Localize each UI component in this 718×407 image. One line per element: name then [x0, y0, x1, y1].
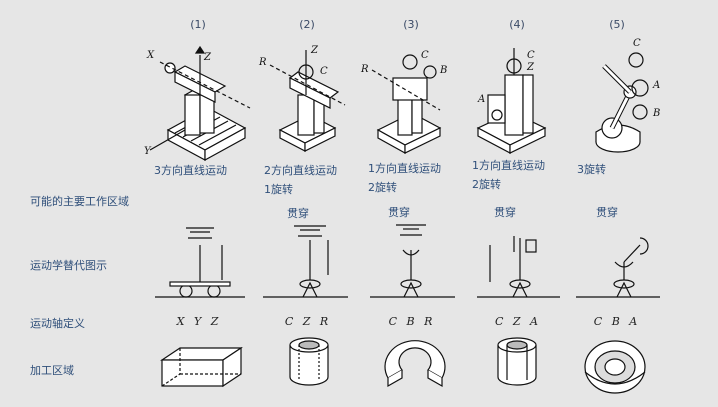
machining-volume-torus-segment: [384, 340, 446, 388]
arm-label-3-b: C: [421, 50, 429, 61]
row-label-kinematic: 运动学替代图示: [30, 259, 107, 272]
arm-label-5-a: C: [633, 38, 641, 49]
motion-text-4b: 2旋转: [472, 178, 501, 191]
arm-label-5-b: A: [653, 80, 661, 91]
motion-text-5: 3旋转: [577, 163, 606, 176]
column-number-5: (5): [609, 18, 625, 31]
machining-volume-sphere-shell: [584, 340, 646, 394]
traverse-label-4: 贯穿: [494, 206, 516, 219]
kinematic-diagram-5: [576, 237, 660, 298]
axis-def-4: C Z A: [495, 315, 541, 328]
motion-text-3a: 1方向直线运动: [368, 162, 441, 175]
motion-text-1: 3方向直线运动: [154, 164, 227, 177]
traverse-label-3: 贯穿: [388, 206, 410, 219]
machining-volume-cylinder: [289, 337, 329, 386]
kinematic-diagram-1: [155, 227, 245, 298]
arm-label-2-c: C: [320, 66, 328, 77]
kinematic-diagram-4: [477, 236, 560, 298]
traverse-label-2: 贯穿: [287, 207, 309, 220]
arm-label-1-b: Z: [204, 52, 211, 63]
row-label-workspace: 可能的主要工作区域: [30, 195, 129, 208]
kinematic-diagram-3: [370, 224, 455, 298]
arm-label-4-a: A: [478, 94, 486, 105]
motion-text-3b: 2旋转: [368, 181, 397, 194]
column-number-1: (1): [190, 18, 206, 31]
robot-illustration-4: [476, 48, 547, 154]
traverse-label-5: 贯穿: [596, 206, 618, 219]
axis-def-1: X Y Z: [176, 315, 222, 328]
row-label-machining: 加工区域: [30, 364, 74, 377]
robot-illustration-2: [269, 50, 346, 152]
column-number-3: (3): [403, 18, 419, 31]
axis-def-2: C Z R: [284, 315, 332, 328]
arm-label-5-c: B: [653, 108, 661, 119]
motion-text-2b: 1旋转: [264, 183, 293, 196]
arm-label-3-a: R: [361, 64, 369, 75]
axis-def-5: C B A: [593, 315, 641, 328]
motion-text-4a: 1方向直线运动: [472, 159, 545, 172]
robot-illustration-5: [595, 52, 649, 153]
machining-volume-slotted-cylinder: [497, 337, 537, 386]
arm-label-2-a: R: [259, 57, 267, 68]
column-number-4: (4): [509, 18, 525, 31]
arm-label-4-b: C: [527, 50, 535, 61]
motion-text-2a: 2方向直线运动: [264, 164, 337, 177]
arm-label-1-c: Y: [144, 146, 151, 157]
arm-label-1-a: X: [147, 50, 155, 61]
column-number-2: (2): [299, 18, 315, 31]
arm-label-4-c: Z: [527, 62, 534, 73]
kinematic-diagram-2: [263, 225, 348, 298]
axis-def-3: C B R: [388, 315, 436, 328]
robot-illustration-1: [149, 45, 251, 162]
row-label-axis-def: 运动轴定义: [30, 317, 85, 330]
robot-illustration-3: [371, 54, 442, 155]
arm-label-3-c: B: [440, 65, 448, 76]
machining-volume-box: [160, 346, 243, 388]
arm-label-2-b: Z: [311, 45, 318, 56]
